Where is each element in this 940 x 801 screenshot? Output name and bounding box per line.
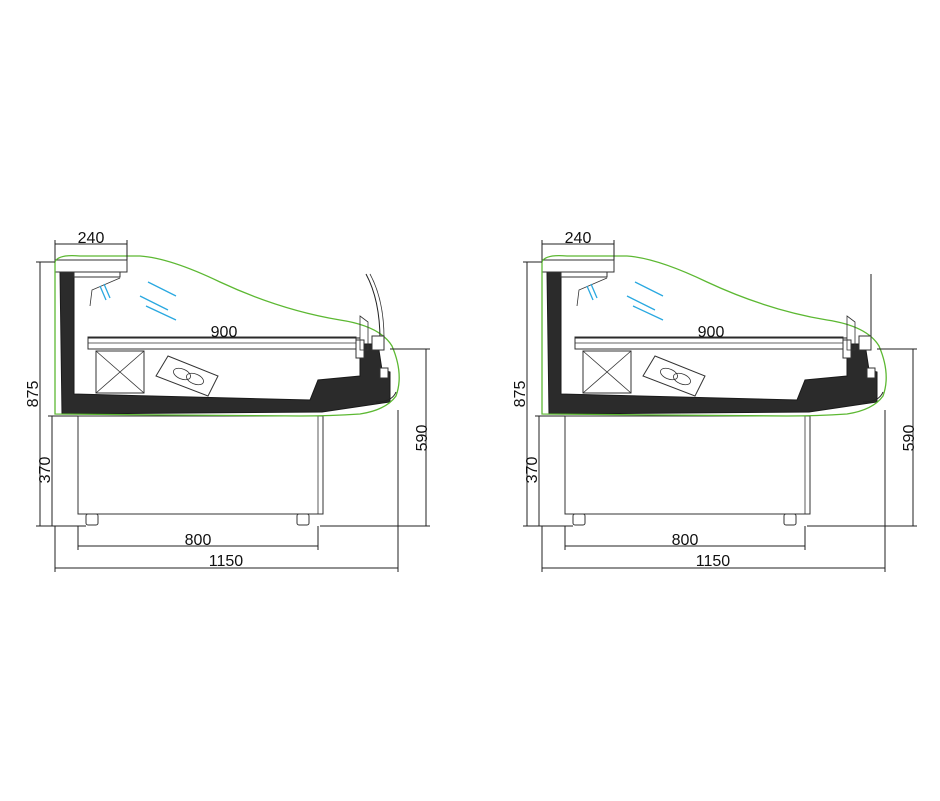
dim-total-width: 1150 xyxy=(209,553,244,570)
left-view: 240 900 875 370 590 800 1150 xyxy=(25,230,431,572)
dim-base-height: 370 xyxy=(37,457,54,484)
left-foot xyxy=(572,513,586,526)
base-cabinet xyxy=(77,415,324,515)
right-foot xyxy=(296,513,310,526)
dim-shelf-depth: 240 xyxy=(565,230,592,247)
dim-front-height: 590 xyxy=(901,425,918,452)
fan-unit xyxy=(642,355,706,397)
right-foot xyxy=(783,513,797,526)
dim-shelf-length: 900 xyxy=(211,324,238,341)
dim-shelf-depth: 240 xyxy=(78,230,105,247)
fan-unit xyxy=(155,355,219,397)
top-canopy xyxy=(54,259,128,273)
dim-base-width: 800 xyxy=(672,532,699,549)
dim-total-height: 875 xyxy=(512,381,529,408)
front-glass xyxy=(365,273,381,341)
left-foot xyxy=(85,513,99,526)
air-curtain-outline xyxy=(541,254,887,417)
base-cabinet xyxy=(564,415,811,515)
dim-shelf-length: 900 xyxy=(698,324,725,341)
air-curtain-outline xyxy=(54,254,400,417)
canopy-lip xyxy=(73,271,121,278)
right-view: 240 900 875 370 590 800 1150 xyxy=(512,230,918,572)
dim-base-height: 370 xyxy=(524,457,541,484)
top-canopy xyxy=(541,259,615,273)
dim-total-width: 1150 xyxy=(696,553,731,570)
dim-total-height: 875 xyxy=(25,381,42,408)
dim-front-height: 590 xyxy=(414,425,431,452)
canopy-lip xyxy=(560,271,608,278)
dim-base-width: 800 xyxy=(185,532,212,549)
